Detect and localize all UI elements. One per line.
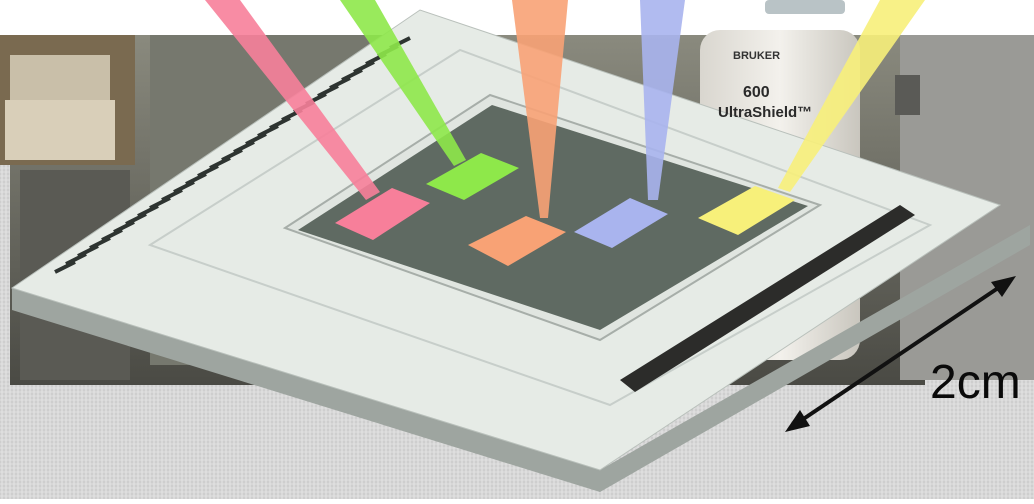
magnet-brand: BRUKER — [733, 50, 780, 62]
magnet-series: UltraShield™ — [718, 104, 812, 121]
scale-label: 2cm — [930, 355, 1021, 410]
magnet-model: 600 — [743, 84, 770, 102]
